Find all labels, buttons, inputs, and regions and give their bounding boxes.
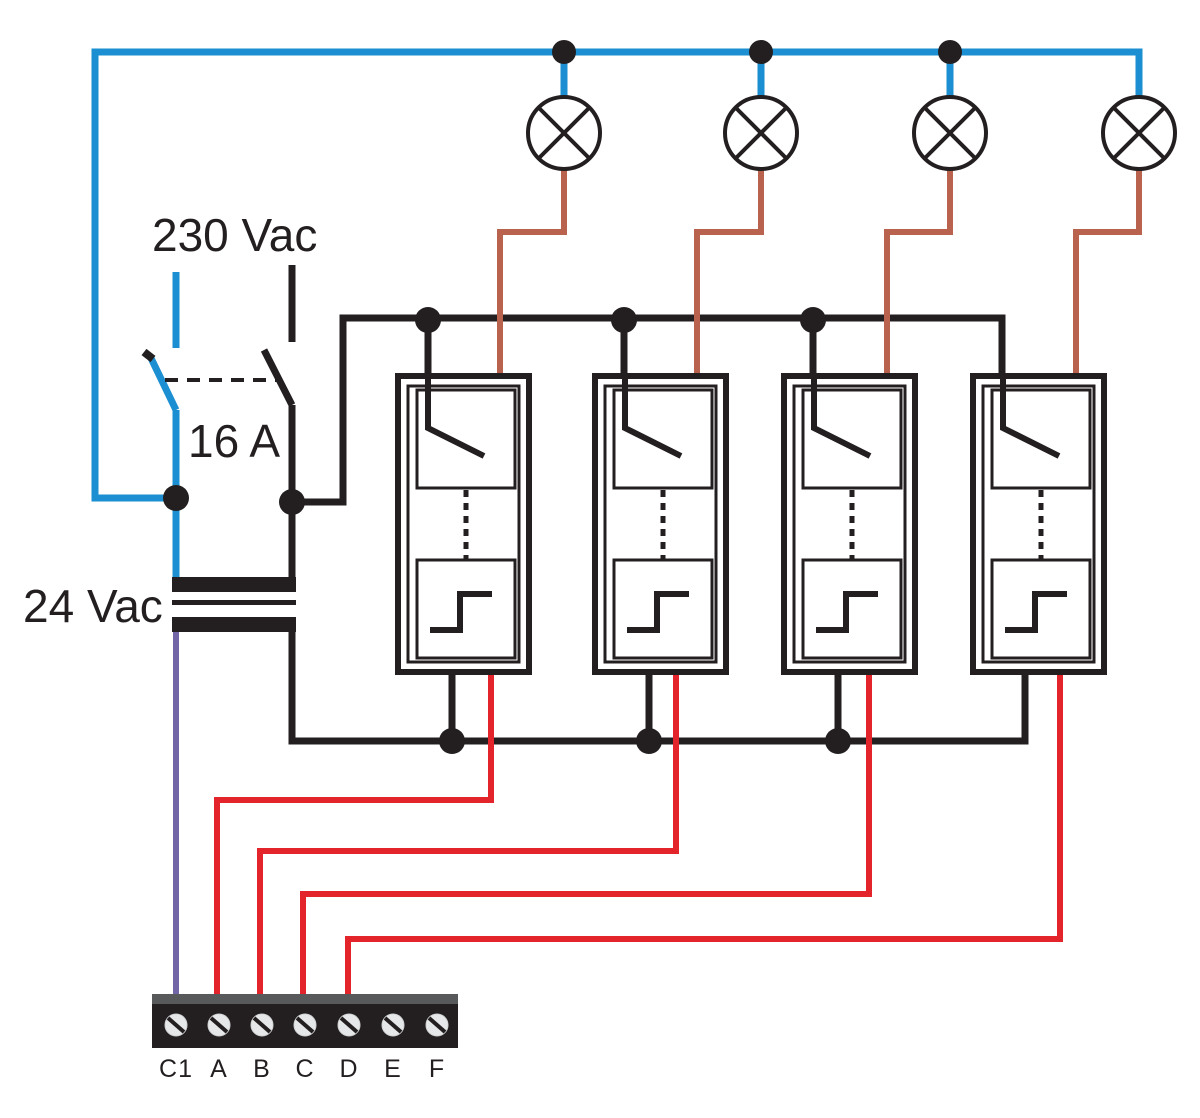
relay-contact-icon bbox=[622, 378, 683, 459]
transformer-voltage-label: 24 Vac bbox=[23, 580, 163, 632]
relay-trigger-box bbox=[612, 558, 714, 660]
terminal-label: F bbox=[429, 1055, 445, 1083]
control-wire-a bbox=[214, 672, 494, 1000]
terminal-screw-icon bbox=[293, 1013, 317, 1037]
terminal-label: A bbox=[210, 1055, 228, 1083]
relay-module-inner-frame bbox=[603, 384, 718, 664]
mains-voltage-label: 230 Vac bbox=[152, 209, 317, 261]
relay-contact-box bbox=[612, 388, 714, 490]
relay-module-inner-frame bbox=[406, 384, 521, 664]
junction-dot bbox=[938, 40, 962, 64]
relay-module-inner-frame bbox=[792, 384, 907, 664]
relay-contact-box bbox=[415, 388, 517, 490]
relay-trigger-box bbox=[801, 558, 903, 660]
junction-dot bbox=[552, 40, 576, 64]
terminal-screws bbox=[164, 1013, 449, 1037]
breaker-line-contact-wire bbox=[260, 348, 296, 407]
relay-step-icon bbox=[627, 591, 689, 633]
breaker-neutral-contact-tip bbox=[141, 348, 156, 363]
terminal-label: C bbox=[295, 1055, 314, 1083]
control-wire-c bbox=[300, 672, 872, 1000]
control-wire-b bbox=[257, 672, 679, 1000]
relay-step-icon bbox=[1005, 591, 1067, 633]
lamp-2-icon bbox=[723, 95, 799, 171]
junction-dot bbox=[279, 489, 305, 515]
relay-modules bbox=[395, 373, 1107, 675]
relay-module-3 bbox=[781, 373, 918, 675]
junction-dot bbox=[439, 728, 465, 754]
lamp-1-icon bbox=[526, 95, 602, 171]
relay-module-1 bbox=[395, 373, 532, 675]
terminal-block bbox=[152, 994, 458, 1048]
junction-dots bbox=[163, 40, 962, 754]
junction-dot bbox=[800, 307, 826, 333]
relay-trigger-box bbox=[415, 558, 517, 660]
junction-dot bbox=[611, 307, 637, 333]
control-wire-d bbox=[345, 672, 1063, 1000]
relay-contact-box bbox=[801, 388, 903, 490]
control-wires bbox=[214, 672, 1063, 1000]
transformer bbox=[172, 577, 296, 632]
relay-contact-box bbox=[990, 388, 1092, 490]
terminal-screw-icon bbox=[250, 1013, 274, 1037]
relay-contact-icon bbox=[1000, 378, 1061, 459]
transformer-primary-winding bbox=[172, 577, 296, 592]
relay-step-icon bbox=[430, 591, 492, 633]
terminal-screw-icon bbox=[425, 1013, 449, 1037]
junction-dot bbox=[163, 485, 189, 511]
terminal-label: B bbox=[253, 1055, 271, 1083]
relay-contact-icon bbox=[811, 378, 872, 459]
junction-dot bbox=[749, 40, 773, 64]
terminal-screw-icon bbox=[337, 1013, 361, 1037]
breaker-rating-label: 16 A bbox=[188, 415, 280, 467]
transformer-secondary-winding bbox=[172, 617, 296, 632]
terminal-screw-icon bbox=[164, 1013, 188, 1037]
breaker-neutral-contact-wire bbox=[146, 354, 180, 412]
relay-module-2 bbox=[592, 373, 729, 675]
lamp-4-icon bbox=[1101, 95, 1177, 171]
relay-step-icon bbox=[816, 591, 878, 633]
relay-module-inner-frame bbox=[981, 384, 1096, 664]
junction-dot bbox=[825, 728, 851, 754]
terminal-label: D bbox=[339, 1055, 358, 1083]
relay-trigger-box bbox=[990, 558, 1092, 660]
junction-dot bbox=[636, 728, 662, 754]
terminal-label: C1 bbox=[159, 1055, 193, 1083]
relay-module-4 bbox=[970, 373, 1107, 675]
terminal-block-top-strip bbox=[152, 994, 458, 1005]
terminal-screw-icon bbox=[381, 1013, 405, 1037]
relay-common-bus-wire bbox=[292, 314, 1006, 506]
lamps bbox=[526, 95, 1177, 171]
junction-dot bbox=[415, 307, 441, 333]
transformer-core bbox=[172, 600, 296, 605]
relay-contact-icon bbox=[425, 378, 486, 459]
neutral-bus-wire bbox=[91, 48, 1143, 502]
lamp-3-icon bbox=[912, 95, 988, 171]
terminal-label: E bbox=[384, 1055, 402, 1083]
terminal-screw-icon bbox=[207, 1013, 231, 1037]
